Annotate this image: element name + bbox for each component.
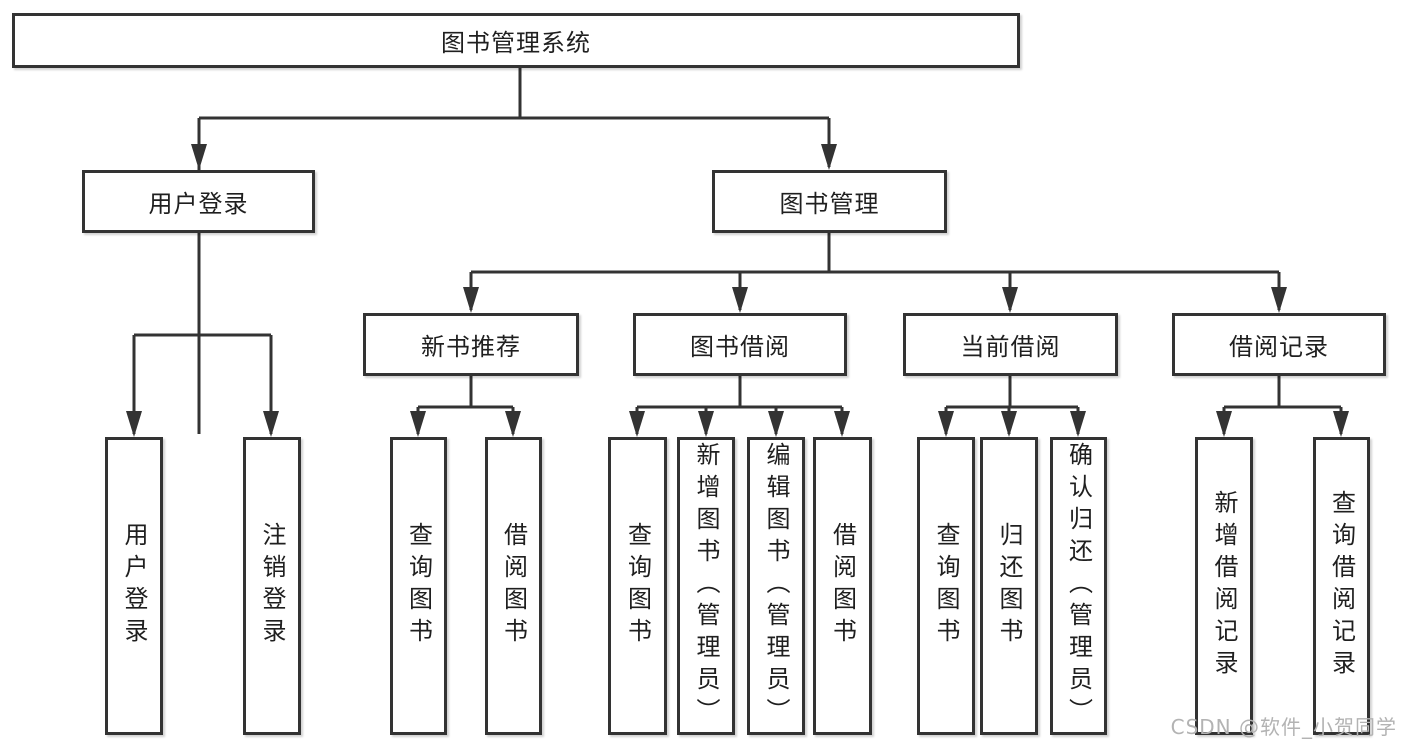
arrow-down-icon: [263, 411, 279, 437]
arrow-down-icon: [834, 411, 850, 437]
leaf-confirm-return-admin: 确认归还（管理员）: [1050, 437, 1107, 735]
leaf-label: 新增借阅记录: [1210, 490, 1238, 682]
leaf-label: 查询图书: [623, 522, 652, 650]
edge-bookmgmt-to-level3: [469, 233, 1281, 310]
node-label: 图书管理系统: [441, 29, 591, 57]
arrow-down-icon: [1216, 411, 1232, 437]
edge-newbook-to-leaves: [416, 376, 515, 434]
arrow-down-icon: [938, 411, 954, 437]
edge-root-to-level2: [197, 68, 831, 434]
node-label: 当前借阅: [960, 333, 1061, 361]
leaf-logout: 注销登录: [243, 437, 301, 735]
leaf-query-book-borrow: 查询图书: [608, 437, 667, 735]
arrow-down-icon: [821, 144, 837, 170]
leaf-label: 新增图书（管理员）: [692, 442, 720, 730]
leaf-label: 注销登录: [258, 522, 286, 650]
arrow-down-icon: [505, 411, 521, 437]
edge-bookborrow-to-leaves: [635, 376, 844, 434]
leaf-label: 查询图书: [932, 522, 960, 650]
leaf-edit-book-admin: 编辑图书（管理员）: [747, 437, 805, 735]
leaf-borrow-book-recommend: 借阅图书: [485, 437, 542, 735]
node-label: 图书管理: [779, 190, 880, 218]
node-label: 图书借阅: [690, 333, 790, 361]
edge-userlogin-to-leaves: [132, 233, 273, 434]
arrow-down-icon: [698, 411, 714, 437]
leaf-label: 归还图书: [995, 522, 1023, 650]
leaf-borrow-book: 借阅图书: [813, 437, 872, 735]
arrow-down-icon: [1001, 411, 1017, 437]
arrow-down-icon: [1333, 411, 1349, 437]
leaf-label: 查询图书: [404, 522, 433, 650]
arrow-down-icon: [191, 144, 207, 170]
arrow-down-icon: [463, 287, 479, 313]
node-label: 用户登录: [148, 190, 249, 218]
node-new-book-recommend: 新书推荐: [363, 313, 579, 376]
leaf-query-borrow-record: 查询借阅记录: [1313, 437, 1370, 735]
watermark: CSDN @软件_小贺同学: [1170, 715, 1397, 739]
arrow-down-icon: [768, 411, 784, 437]
leaf-label: 确认归还（管理员）: [1064, 442, 1093, 730]
arrowheads: [126, 144, 1349, 437]
leaf-label: 编辑图书（管理员）: [762, 442, 790, 730]
arrow-down-icon: [1002, 287, 1018, 313]
leaf-label: 借阅图书: [828, 522, 857, 650]
node-borrowing-records: 借阅记录: [1172, 313, 1386, 376]
leaf-return-book: 归还图书: [980, 437, 1038, 735]
leaf-query-book-current: 查询图书: [917, 437, 975, 735]
node-book-management: 图书管理: [712, 170, 947, 233]
leaf-query-book-recommend: 查询图书: [390, 437, 447, 735]
arrow-down-icon: [126, 411, 142, 437]
arrow-down-icon: [1271, 287, 1287, 313]
node-label: 借阅记录: [1229, 333, 1329, 361]
arrow-down-icon: [410, 411, 426, 437]
leaf-label: 查询借阅记录: [1327, 490, 1356, 682]
arrow-down-icon: [732, 287, 748, 313]
node-book-borrowing: 图书借阅: [633, 313, 847, 376]
arrow-down-icon: [629, 411, 645, 437]
node-label: 新书推荐: [421, 333, 521, 361]
leaf-label: 借阅图书: [499, 522, 528, 650]
arrow-down-icon: [1070, 411, 1086, 437]
edge-borrowrecord-to-leaves: [1222, 376, 1343, 434]
leaf-add-book-admin: 新增图书（管理员）: [677, 437, 735, 735]
node-user-login: 用户登录: [82, 170, 315, 233]
leaf-add-borrow-record: 新增借阅记录: [1195, 437, 1253, 735]
leaf-label: 用户登录: [120, 522, 148, 650]
node-current-borrowing: 当前借阅: [903, 313, 1118, 376]
leaf-user-login: 用户登录: [105, 437, 163, 735]
node-library-management-system: 图书管理系统: [12, 13, 1020, 68]
